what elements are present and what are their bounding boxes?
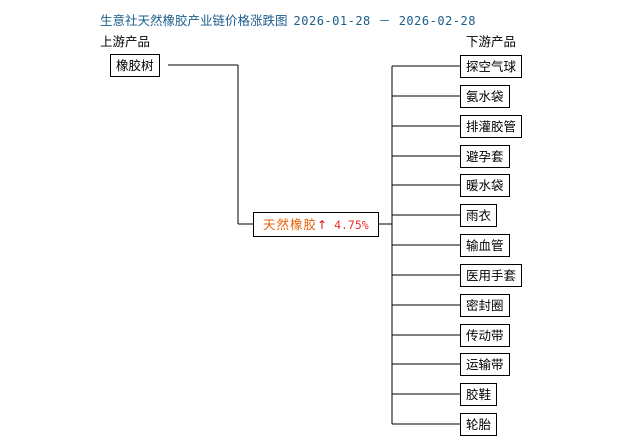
downstream-node-3[interactable]: 避孕套: [460, 145, 510, 168]
downstream-node-5[interactable]: 雨衣: [460, 204, 498, 227]
downstream-node-label: 探空气球: [466, 59, 517, 74]
downstream-node-7[interactable]: 医用手套: [460, 264, 523, 287]
center-node-label: 天然橡胶: [263, 217, 318, 232]
downstream-node-label: 避孕套: [466, 149, 504, 164]
downstream-node-label: 暖水袋: [466, 178, 504, 193]
page-title: 生意社天然橡胶产业链价格涨跌图 2026-01-28 － 2026-02-28: [100, 10, 476, 29]
upstream-column-header: 上游产品: [100, 34, 151, 49]
upstream-node-label: 橡胶树: [116, 58, 154, 73]
downstream-node-label: 轮胎: [466, 417, 492, 432]
downstream-node-2[interactable]: 排灌胶管: [460, 115, 523, 138]
title-text: 生意社天然橡胶产业链价格涨跌图: [100, 13, 288, 28]
downstream-node-label: 输血管: [466, 238, 504, 253]
center-node-natural-rubber[interactable]: 天然橡胶↑ 4.75%: [253, 212, 379, 237]
center-node-change: 4.75%: [334, 218, 369, 232]
up-arrow-icon: ↑: [317, 218, 328, 232]
downstream-node-label: 传动带: [466, 328, 504, 343]
downstream-node-9[interactable]: 传动带: [460, 324, 510, 347]
downstream-node-10[interactable]: 运输带: [460, 353, 510, 376]
downstream-node-4[interactable]: 暖水袋: [460, 174, 510, 197]
downstream-node-label: 医用手套: [466, 268, 517, 283]
downstream-column-header: 下游产品: [466, 34, 517, 49]
downstream-node-1[interactable]: 氨水袋: [460, 85, 510, 108]
downstream-node-8[interactable]: 密封圈: [460, 294, 510, 317]
downstream-node-0[interactable]: 探空气球: [460, 55, 523, 78]
downstream-node-6[interactable]: 输血管: [460, 234, 510, 257]
downstream-node-label: 运输带: [466, 357, 504, 372]
downstream-node-label: 氨水袋: [466, 89, 504, 104]
title-date-range: 2026-01-28 － 2026-02-28: [293, 14, 476, 28]
downstream-node-11[interactable]: 胶鞋: [460, 383, 498, 406]
downstream-node-label: 密封圈: [466, 298, 504, 313]
downstream-node-label: 胶鞋: [466, 387, 492, 402]
downstream-node-label: 雨衣: [466, 208, 492, 223]
downstream-node-label: 排灌胶管: [466, 119, 517, 134]
downstream-node-12[interactable]: 轮胎: [460, 413, 498, 436]
upstream-node-0[interactable]: 橡胶树: [110, 54, 160, 77]
